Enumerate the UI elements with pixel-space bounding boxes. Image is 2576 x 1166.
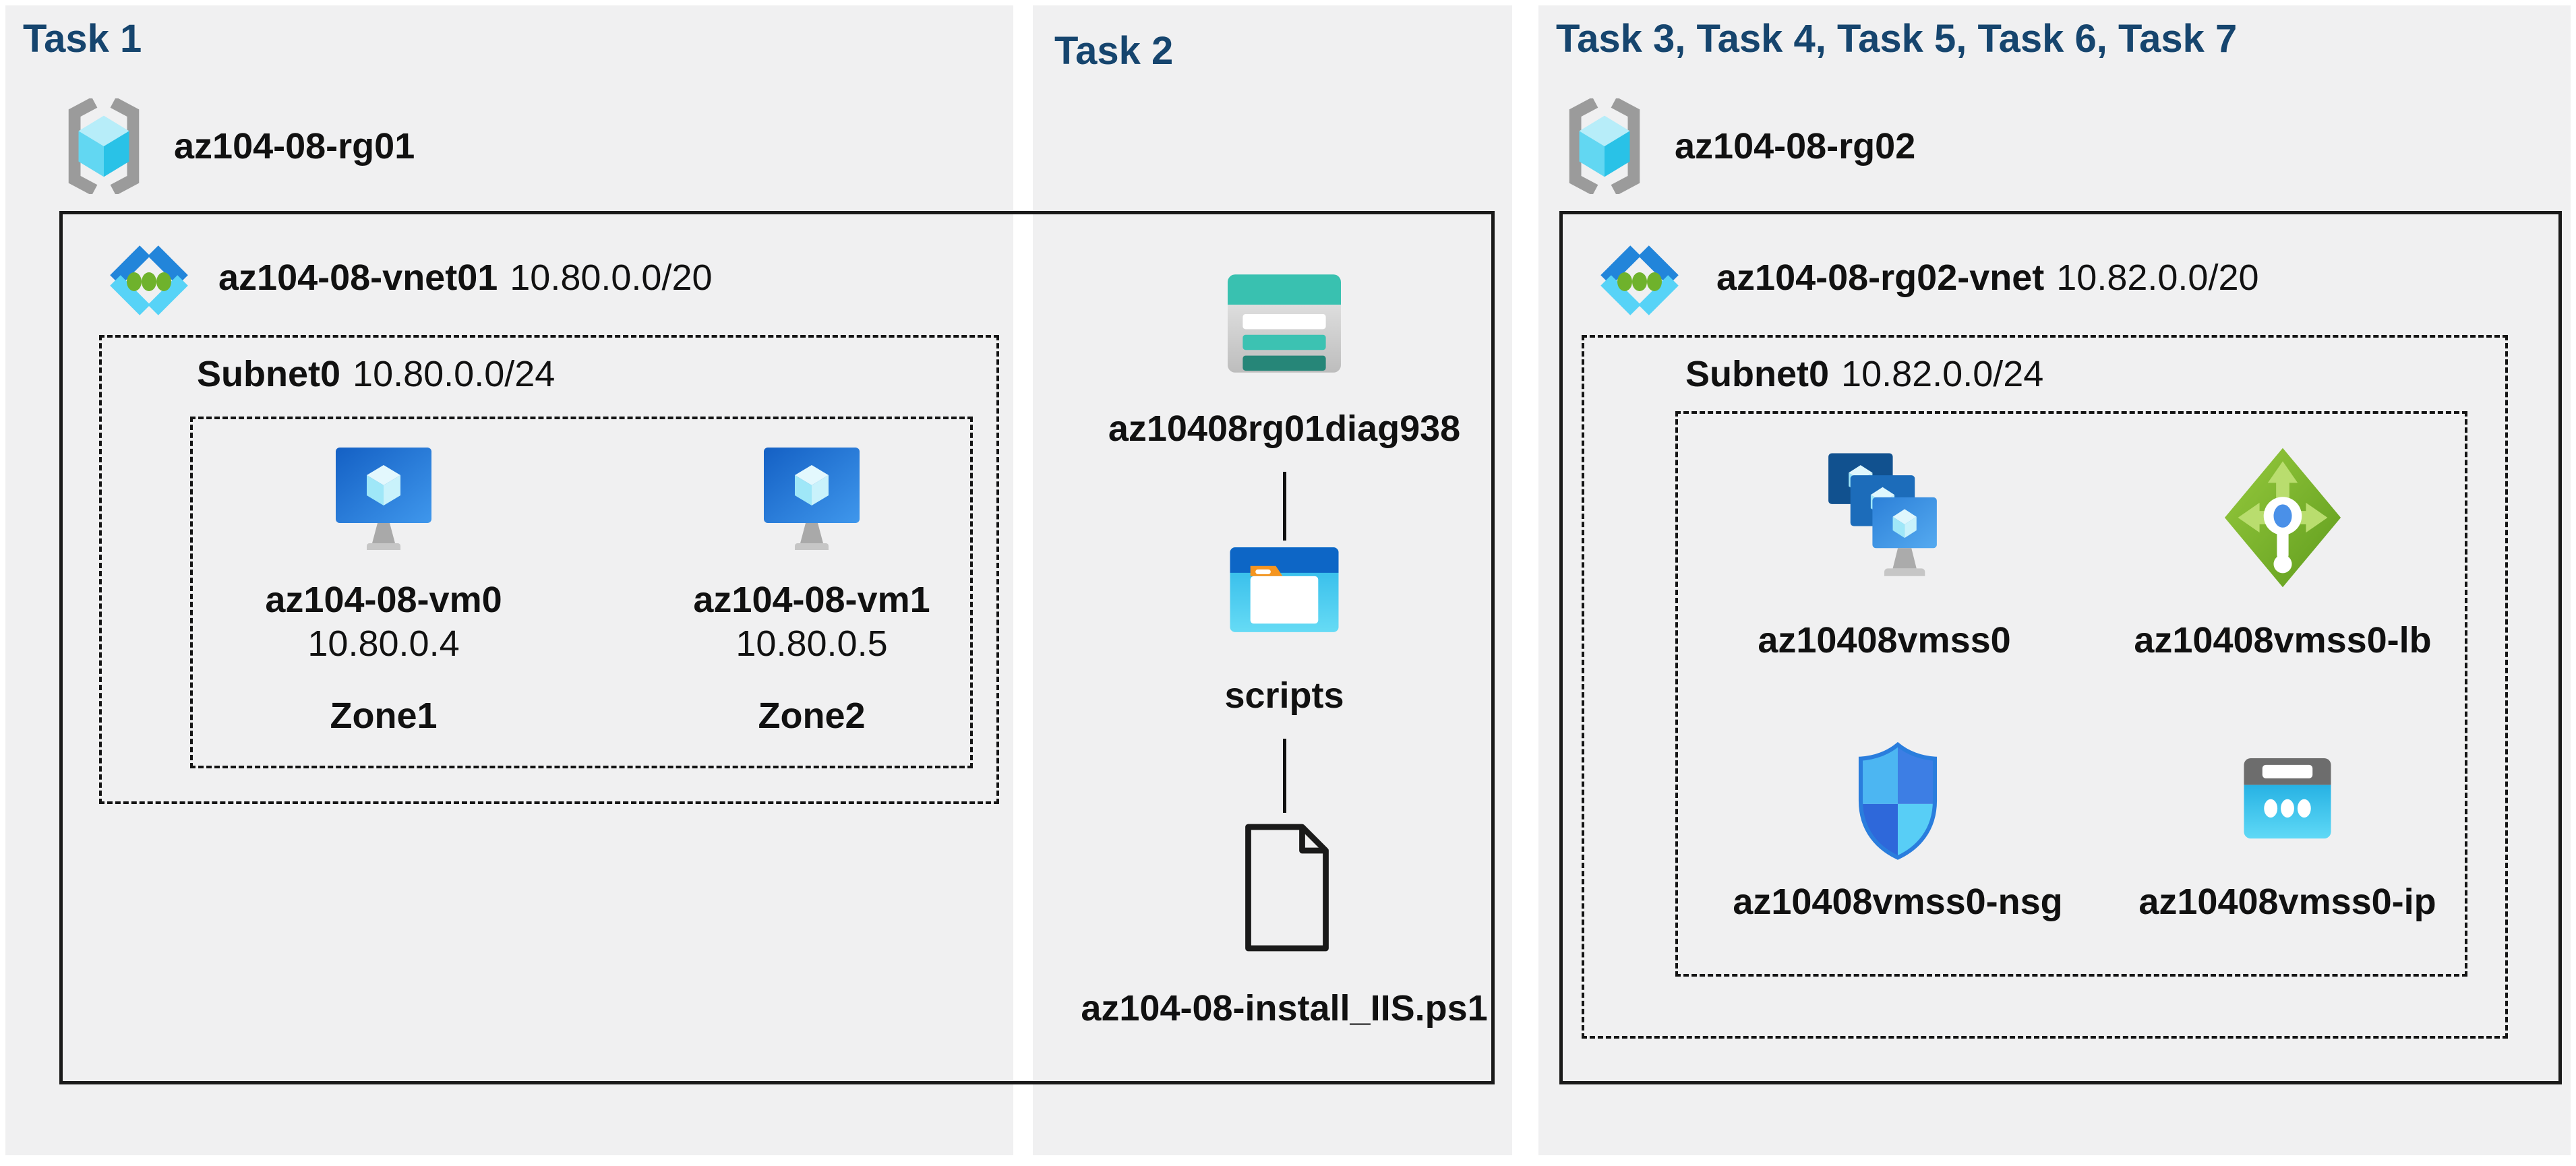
- virtual-network-icon: [99, 240, 199, 322]
- virtual-machine-icon: [334, 448, 433, 555]
- vm0-name: az104-08-vm0: [265, 580, 502, 620]
- panel-task1: [5, 5, 1013, 1155]
- vnet1-box: [59, 211, 1495, 1084]
- vnet3-label: az104-08-rg02-vnet 10.82.0.0/20: [1716, 253, 2259, 302]
- storage-account-name: az10408rg01diag938: [1108, 408, 1461, 449]
- subnet1-name: Subnet0: [197, 354, 341, 394]
- vm0-ip: 10.80.0.4: [307, 623, 460, 664]
- vm1-name: az104-08-vm1: [693, 580, 930, 620]
- vmss-icon: [1818, 452, 1950, 584]
- vnet3-box: [1559, 211, 2562, 1084]
- subnet1-cidr: 10.80.0.0/24: [353, 354, 556, 394]
- vnet1-cidr: 10.80.0.0/20: [510, 257, 713, 298]
- load-balancer-icon: [2221, 442, 2344, 593]
- vm0-zone: Zone1: [330, 696, 438, 736]
- vm1-zone: Zone2: [758, 696, 866, 736]
- vmss-resources-box: [1675, 411, 2467, 977]
- panel-task3: [1538, 5, 2571, 1155]
- resource-group-name: az104-08-rg02: [1675, 126, 1916, 166]
- ip-name: az10408vmss0-ip: [2138, 882, 2436, 922]
- vnet1-name: az104-08-vnet01: [218, 257, 498, 298]
- subnet3-cidr: 10.82.0.0/24: [1841, 354, 2044, 394]
- vmss-name: az10408vmss0: [1758, 620, 2011, 661]
- subnet1-box: [99, 335, 999, 804]
- blob-container-icon: [1228, 547, 1340, 632]
- vm1-ip: 10.80.0.5: [736, 623, 888, 664]
- connector-storage-scripts: [1283, 472, 1286, 541]
- resource-group-icon: [1561, 98, 1648, 194]
- task2-title: Task 2: [1054, 29, 1174, 73]
- subnet3-name: Subnet0: [1685, 354, 1830, 394]
- subnet3-label: Subnet0 10.82.0.0/24: [1685, 350, 2043, 398]
- nsg-name: az10408vmss0-nsg: [1733, 882, 2063, 922]
- nsg-icon: [1853, 741, 1942, 860]
- resource-group-name: az104-08-rg01: [174, 126, 415, 166]
- vm-zone-box: [190, 417, 973, 768]
- file-name: az104-08-install_IIS.ps1: [1081, 988, 1488, 1029]
- public-ip-icon: [2239, 755, 2336, 845]
- task1-title: Task 1: [23, 17, 142, 61]
- task3-title: Task 3, Task 4, Task 5, Task 6, Task 7: [1556, 17, 2238, 61]
- vnet1-label: az104-08-vnet01 10.80.0.0/20: [218, 253, 713, 302]
- subnet1-label: Subnet0 10.80.0.0/24: [197, 350, 555, 398]
- lb-name: az10408vmss0-lb: [2134, 620, 2432, 661]
- vnet3-cidr: 10.82.0.0/20: [2056, 257, 2259, 298]
- file-icon: [1242, 824, 1331, 952]
- vnet3-name: az104-08-rg02-vnet: [1716, 257, 2045, 298]
- subnet3-box: [1582, 335, 2508, 1039]
- resource-group-icon: [61, 98, 147, 194]
- connector-scripts-file: [1283, 739, 1286, 813]
- virtual-machine-icon: [762, 448, 861, 555]
- storage-account-icon: [1224, 267, 1345, 380]
- virtual-network-icon: [1590, 240, 1689, 322]
- container-name: scripts: [1224, 675, 1344, 716]
